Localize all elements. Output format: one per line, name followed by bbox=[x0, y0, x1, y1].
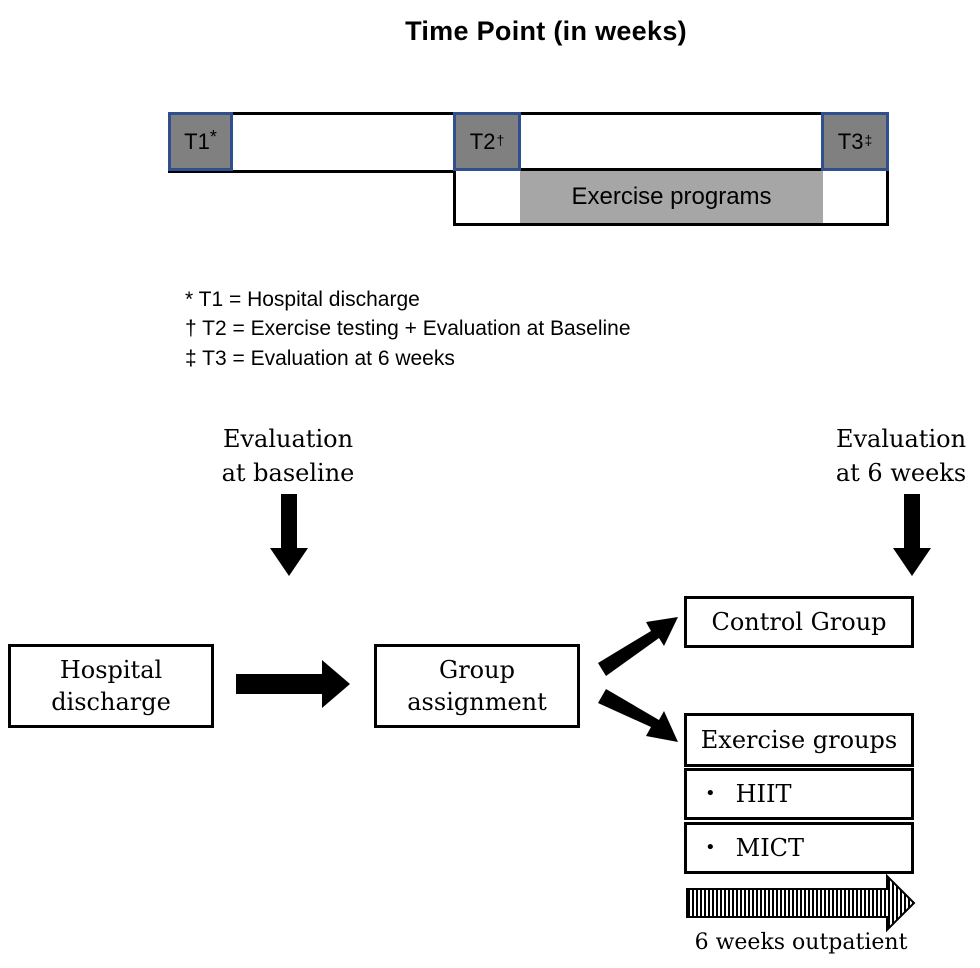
arrow-to-exercise-icon bbox=[598, 689, 678, 742]
caption-eval-6weeks-line1: Evaluation bbox=[835, 425, 967, 453]
group-assignment-line1: Group bbox=[439, 656, 515, 684]
hiit-label: HIIT bbox=[735, 780, 792, 808]
hospital-discharge-line1: Hospital bbox=[59, 656, 163, 684]
down-arrow-6weeks-icon bbox=[893, 494, 931, 576]
legend-t3: ‡ T3 = Evaluation at 6 weeks bbox=[185, 347, 455, 370]
group-assignment-box: Group assignment bbox=[374, 644, 580, 728]
group-assignment-line2: assignment bbox=[407, 688, 547, 716]
timepoint-t2-mark: † bbox=[496, 131, 505, 148]
caption-eval-baseline-line1: Evaluation bbox=[222, 425, 354, 453]
legend-t1: * T1 = Hospital discharge bbox=[185, 288, 420, 311]
timepoint-t3: T3‡ bbox=[821, 112, 889, 171]
caption-eval-6weeks-line2: at 6 weeks bbox=[835, 459, 967, 487]
diagram-title: Time Point (in weeks) bbox=[405, 16, 687, 46]
caption-eval-6weeks: Evaluation at 6 weeks bbox=[826, 422, 976, 490]
outpatient-arrow-icon bbox=[686, 873, 916, 933]
exercise-programs-label: Exercise programs bbox=[571, 183, 772, 210]
timeline-top-bar bbox=[168, 112, 889, 173]
timepoint-t2-label: T2 bbox=[469, 128, 496, 154]
mict-bullet: • bbox=[705, 837, 716, 858]
caption-eval-baseline: Evaluation at baseline bbox=[188, 422, 388, 490]
exercise-programs-bar: Exercise programs bbox=[520, 171, 823, 223]
timepoint-t3-label: T3 bbox=[837, 128, 864, 154]
caption-outpatient: 6 weeks outpatient bbox=[694, 930, 908, 955]
timepoint-t1-label: T1 bbox=[184, 128, 210, 154]
exercise-groups-box: Exercise groups bbox=[684, 713, 914, 767]
timepoint-t2: T2† bbox=[453, 112, 521, 171]
hospital-discharge-line2: discharge bbox=[51, 688, 171, 716]
mict-box: • MICT bbox=[684, 822, 914, 874]
exercise-groups-label: Exercise groups bbox=[700, 726, 898, 754]
timepoint-t1: T1* bbox=[168, 112, 233, 171]
arrow-to-control-icon bbox=[598, 617, 678, 676]
timepoint-t3-mark: ‡ bbox=[864, 131, 873, 148]
timepoint-t1-mark: * bbox=[209, 127, 217, 147]
control-group-label: Control Group bbox=[711, 608, 887, 636]
hiit-box: • HIIT bbox=[684, 768, 914, 820]
hospital-discharge-box: Hospital discharge bbox=[8, 644, 214, 728]
legend-t2: † T2 = Exercise testing + Evaluation at … bbox=[185, 317, 631, 340]
down-arrow-baseline-icon bbox=[270, 494, 308, 576]
hiit-bullet: • bbox=[705, 783, 716, 804]
control-group-box: Control Group bbox=[684, 596, 914, 648]
caption-eval-baseline-line2: at baseline bbox=[221, 459, 355, 487]
mict-label: MICT bbox=[735, 834, 805, 862]
right-arrow-assignment-icon bbox=[236, 660, 350, 708]
